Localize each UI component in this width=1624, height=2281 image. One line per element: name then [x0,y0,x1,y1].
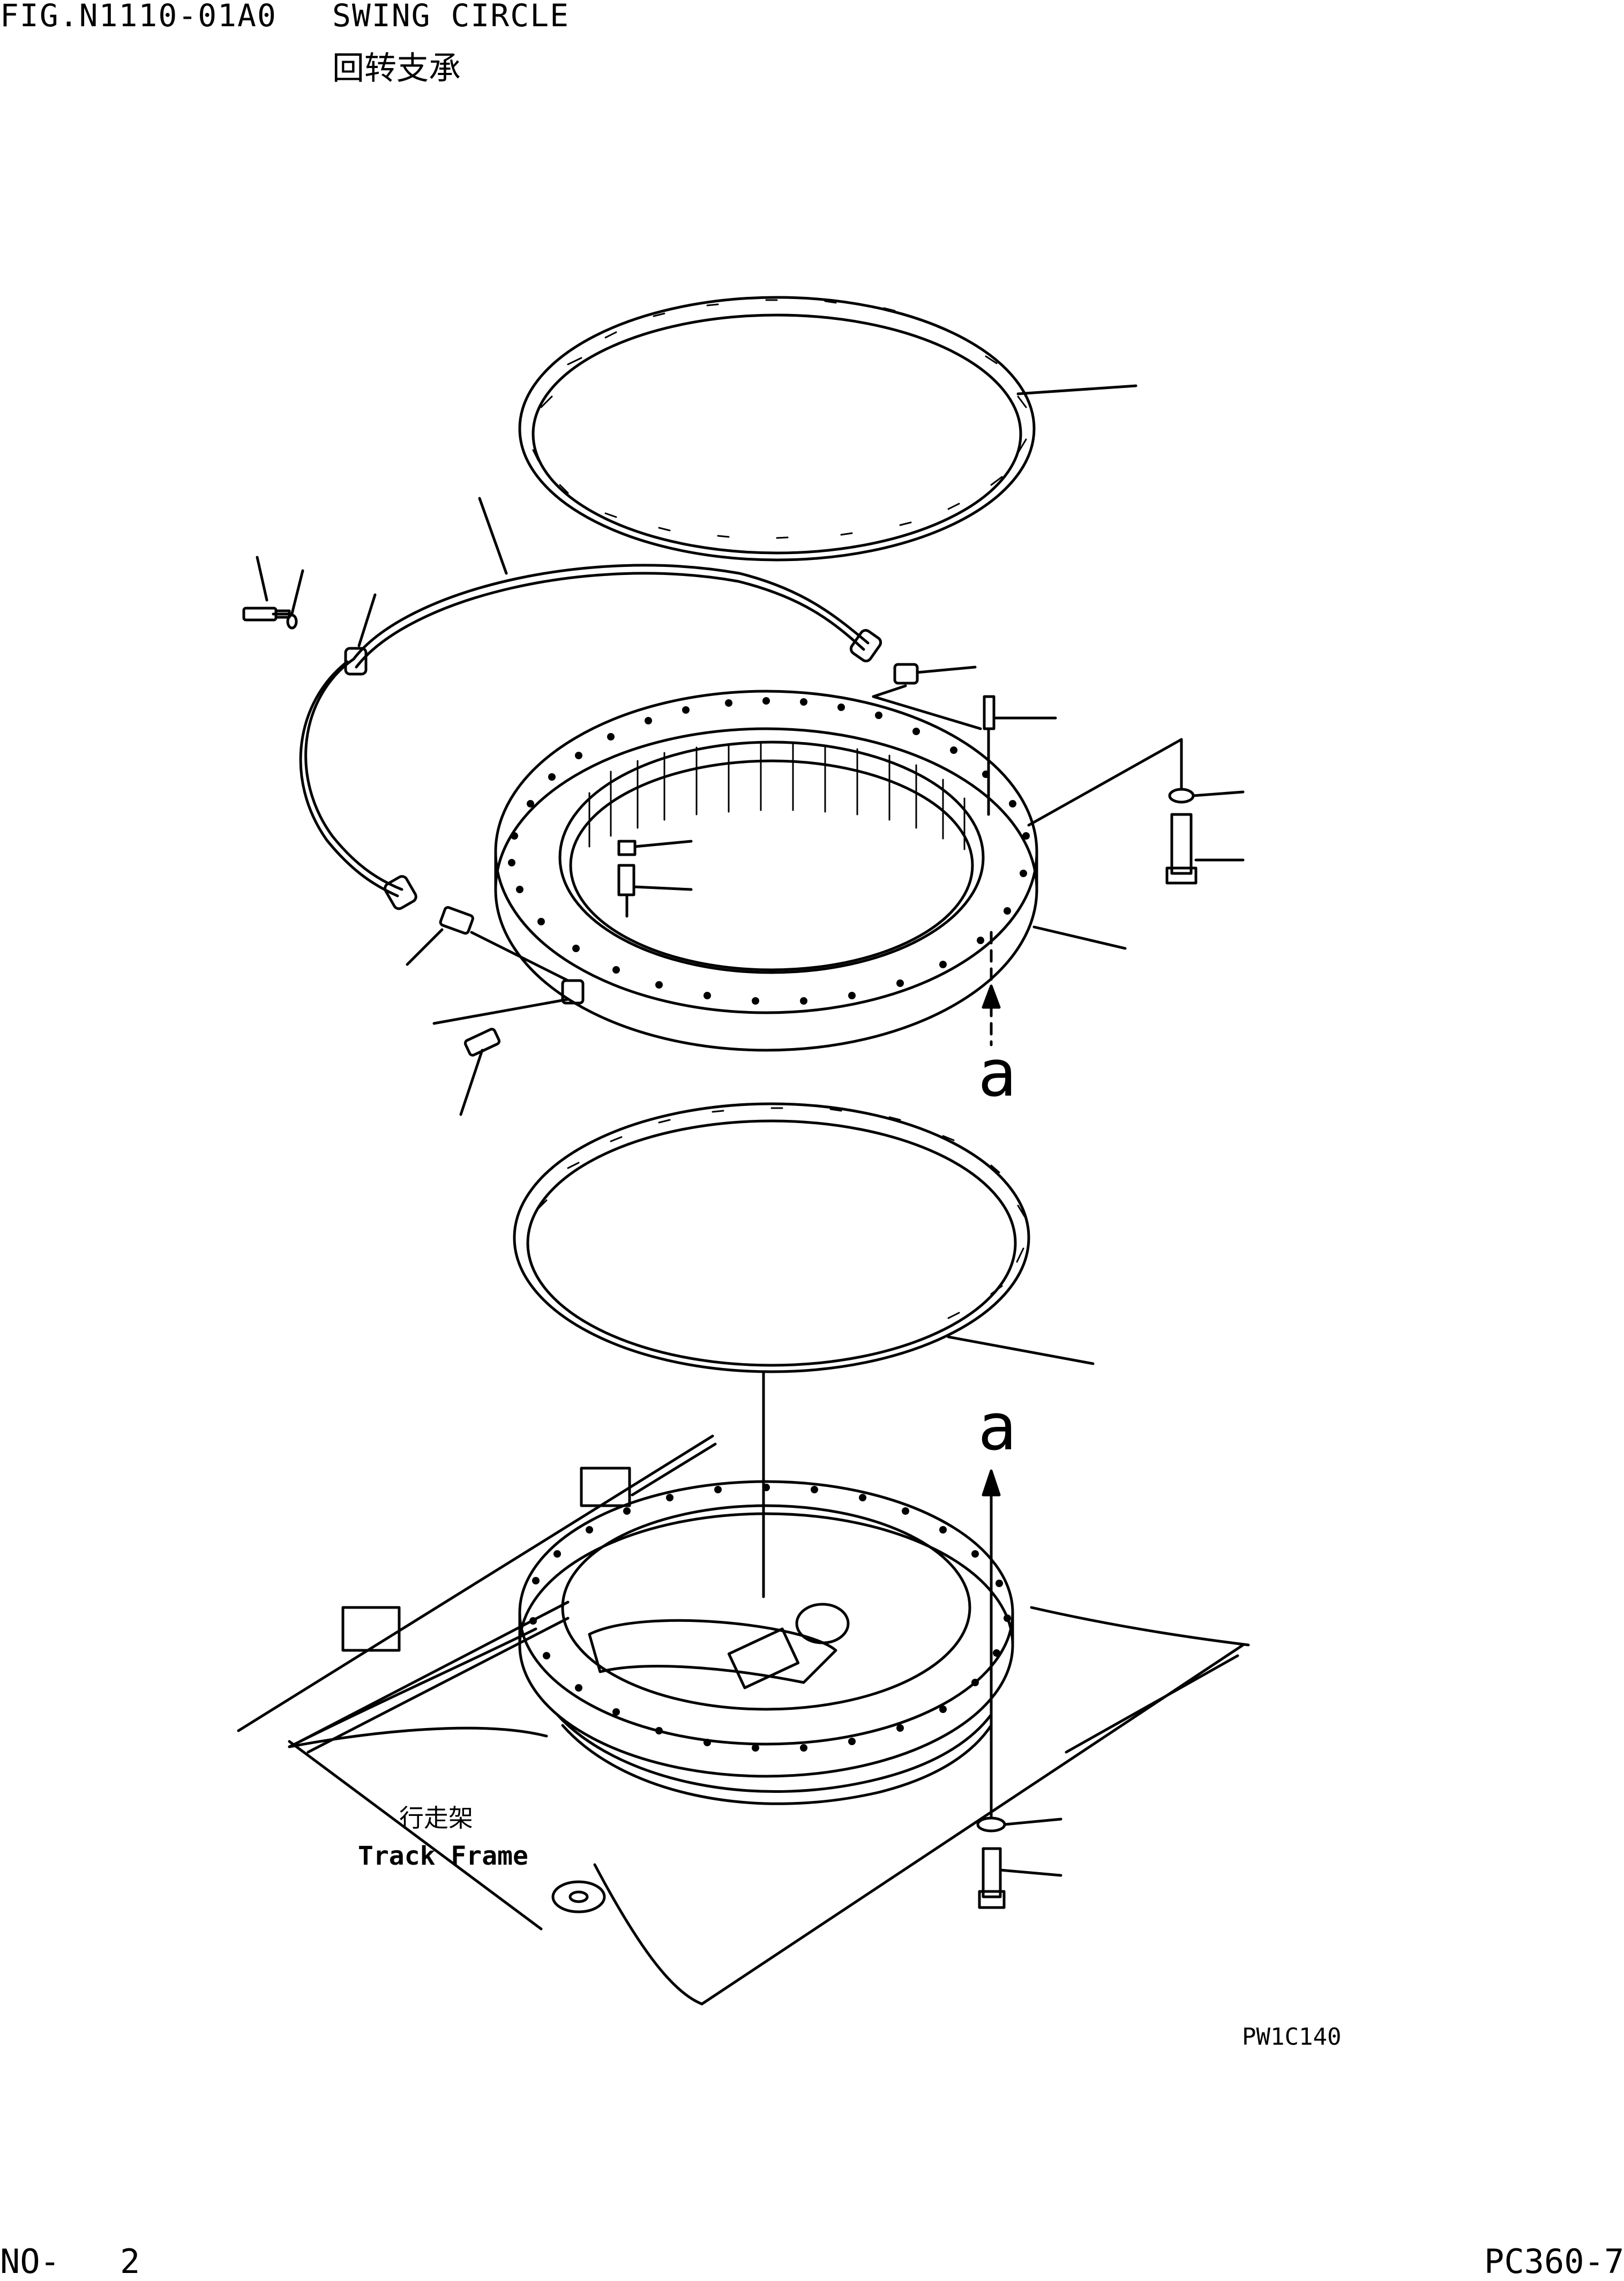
track-frame-label-cn: 行走架 [399,1804,473,1833]
view-arrow-upper [982,931,1001,1046]
grease-hose [299,497,882,910]
figure-number: FIG.N1110-01A0 [0,0,277,34]
model-number: PC360-7 [1484,2242,1624,2281]
grease-fittings [242,556,982,1116]
drawing-code: PW1C140 [1242,2023,1342,2051]
dowel-pins [617,695,1057,918]
figure-title-en: SWING CIRCLE [332,0,570,34]
swing-bearing [494,690,1127,1052]
track-frame [237,1434,1250,2006]
track-frame-label-en: Track Frame [358,1841,528,1871]
page-number: NO- 2 [0,2242,140,2281]
lower-seal-ring [513,1102,1095,1598]
bolt-washer-upper [1027,738,1245,885]
upper-seal-ring [518,296,1137,562]
bolt-washer-lower [976,1816,1062,1909]
view-label-lower: a [978,1390,1017,1465]
view-arrow-lower [982,1469,1001,1818]
figure-title-cn: 回转支承 [332,50,461,87]
view-label-upper: a [978,1037,1017,1111]
